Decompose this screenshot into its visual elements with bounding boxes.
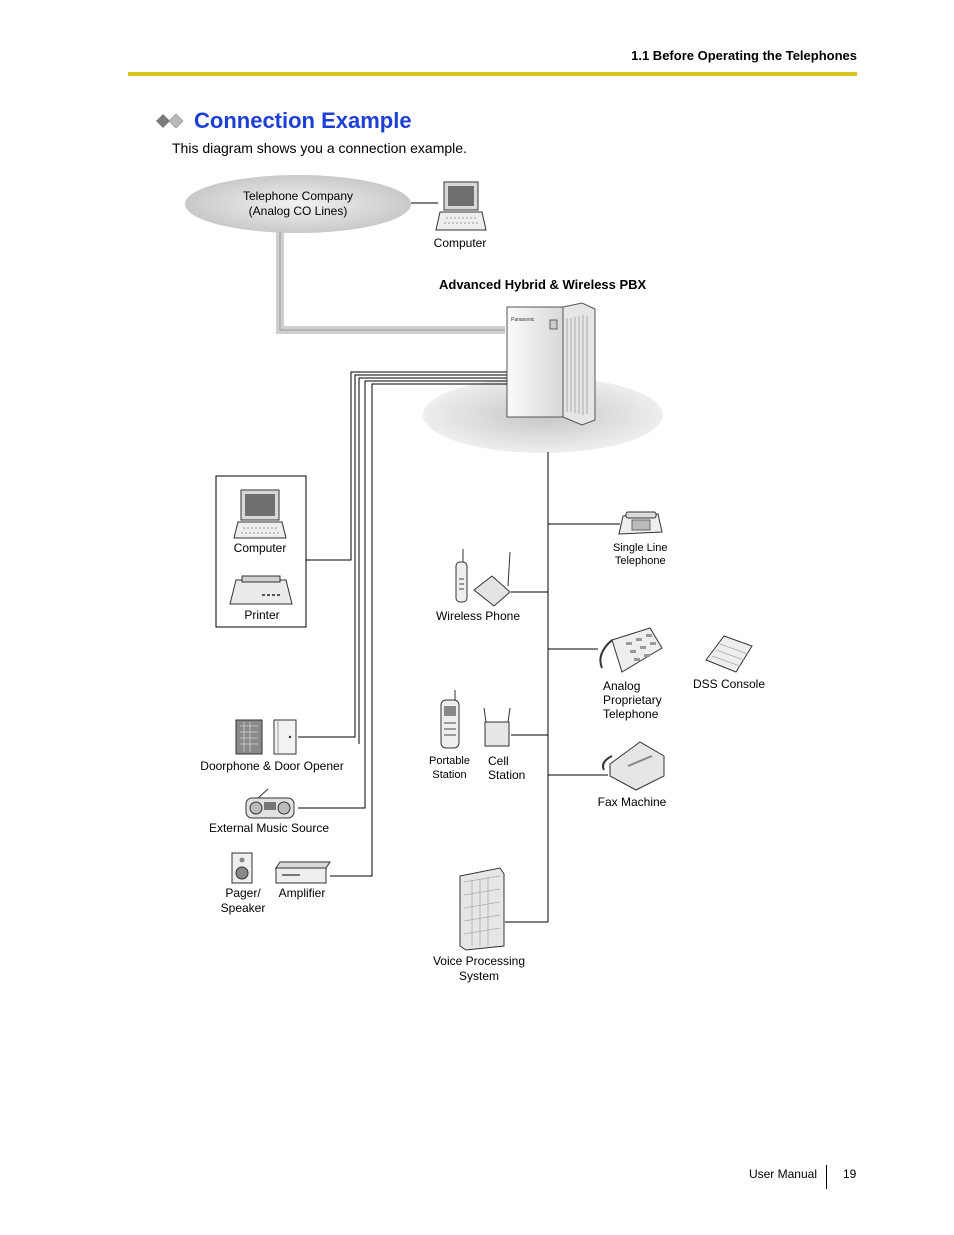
- single-line-phone-icon: [618, 511, 663, 535]
- cell-station-icon: [483, 707, 511, 747]
- header-rule: [128, 72, 857, 76]
- printer-label: Printer: [244, 608, 280, 622]
- footer-manual-label: User Manual: [748, 1167, 817, 1181]
- page-title: Connection Example: [194, 108, 412, 133]
- dss-console-label: DSS Console: [692, 677, 766, 691]
- fax-machine-icon: [602, 741, 665, 791]
- voice-processing-label: Voice Processing System: [420, 954, 538, 984]
- analog-prop-label: Analog Proprietary Telephone: [603, 679, 662, 721]
- computer-top-icon: [435, 181, 487, 231]
- computer-box-icon: [233, 489, 287, 539]
- telco-label: Telephone Company (Analog CO Lines): [228, 189, 368, 219]
- single-line-line2: Telephone: [614, 555, 666, 567]
- analog-prop-phone-icon: [599, 627, 663, 673]
- music-source-icon: [245, 788, 295, 819]
- computer-top-label: Computer: [433, 236, 487, 250]
- telephone-company-cloud: [185, 175, 411, 233]
- title-row: Connection Example: [156, 106, 412, 136]
- single-line-line1: Single Line: [613, 542, 668, 554]
- single-line-label: Single Line Telephone: [613, 542, 667, 568]
- pbx-brand-text: Panasonic: [511, 317, 535, 323]
- pbx-label: Advanced Hybrid & Wireless PBX: [439, 277, 647, 292]
- pager-label-line2: Speaker: [220, 901, 266, 915]
- computer-box-label: Computer: [233, 541, 287, 555]
- section-header: 1.1 Before Operating the Telephones: [631, 48, 857, 63]
- speaker-icon: [231, 852, 253, 884]
- analog-prop-line2: Proprietary: [603, 693, 662, 707]
- amplifier-icon: [275, 861, 331, 884]
- left-cable-bundle: [298, 371, 507, 877]
- doorphone-label: Doorphone & Door Opener: [200, 759, 344, 773]
- pager-label: Pager/ Speaker: [212, 886, 274, 916]
- page-number: 19: [843, 1167, 857, 1181]
- cell-station-line2: Station: [488, 768, 526, 782]
- right-trunk: [505, 452, 620, 923]
- voice-processing-line1: Voice Processing: [432, 954, 526, 968]
- voice-processing-icon: [459, 867, 505, 951]
- wireless-phone-label: Wireless Phone: [435, 609, 521, 623]
- computer-printer-box: [215, 475, 307, 628]
- door-opener-icon: [273, 719, 297, 755]
- cell-station-line1: Cell: [488, 754, 509, 768]
- fax-machine-label: Fax Machine: [597, 795, 667, 809]
- doorphone-icon: [235, 719, 263, 755]
- portable-station-label: Portable Station: [429, 754, 470, 782]
- portable-station-line2: Station: [432, 769, 467, 781]
- dss-console-icon: [705, 635, 753, 673]
- telco-label-line1: Telephone Company: [242, 189, 354, 203]
- cell-station-label: Cell Station: [488, 754, 525, 782]
- amplifier-label: Amplifier: [278, 886, 326, 900]
- diamond-bullets-icon: [156, 113, 184, 129]
- portable-station-icon: [440, 690, 460, 749]
- voice-processing-line2: System: [458, 969, 499, 983]
- telco-label-line2: (Analog CO Lines): [248, 204, 348, 218]
- intro-text: This diagram shows you a connection exam…: [172, 140, 467, 156]
- music-source-label: External Music Source: [208, 821, 330, 835]
- pager-label-line1: Pager/: [225, 886, 261, 900]
- printer-icon: [229, 575, 293, 605]
- portable-station-line1: Portable: [429, 755, 470, 767]
- wireless-phone-icon: [455, 549, 511, 607]
- analog-prop-line3: Telephone: [603, 707, 659, 721]
- pbx-unit-icon: [506, 302, 596, 426]
- footer-divider: [826, 1165, 827, 1189]
- analog-prop-line1: Analog: [603, 679, 641, 693]
